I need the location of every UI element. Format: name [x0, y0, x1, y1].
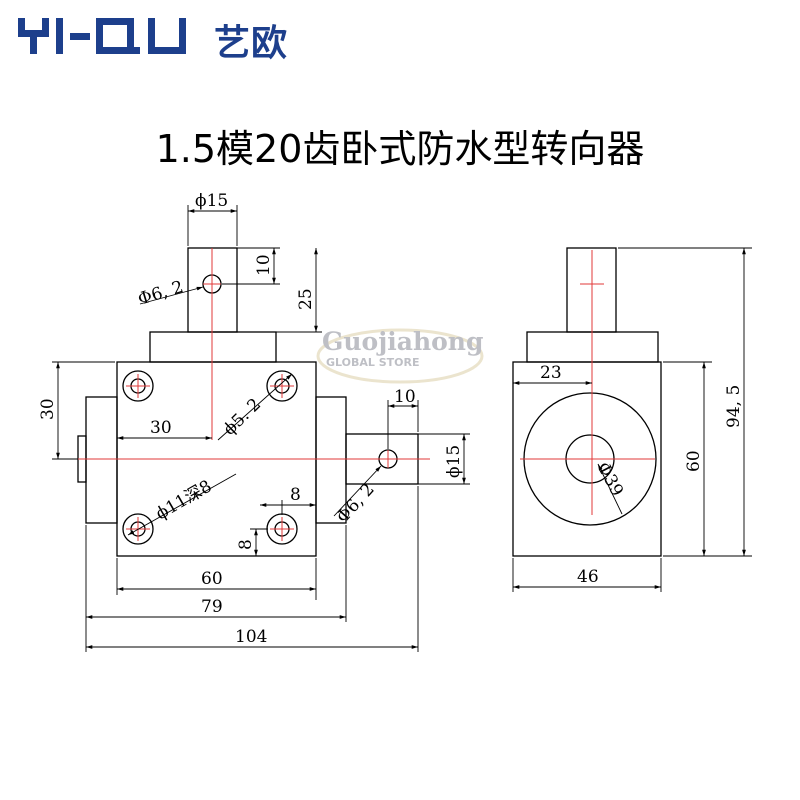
dim-8-horizontal: 8	[290, 485, 301, 505]
dim-phi15-right: ϕ15	[444, 445, 464, 478]
page-title: 1.5模20齿卧式防水型转向器	[155, 127, 645, 171]
top-flange	[149, 331, 277, 363]
brand-logo	[18, 18, 186, 54]
left-flange	[85, 396, 118, 524]
mount-holes	[122, 370, 298, 545]
dim-hole-deep: ϕ11深8	[153, 476, 216, 524]
dim-46: 46	[577, 567, 599, 587]
brand-name-cn: 艺欧	[214, 23, 289, 64]
dim-30-inner: 30	[150, 418, 172, 438]
side-dim-text: 23 Φ39 60 94, 5 46	[540, 363, 744, 587]
dim-8-vertical: 8	[236, 539, 256, 550]
dim-104: 104	[235, 627, 267, 647]
watermark-line1: Guojiahong	[322, 327, 483, 356]
watermark: Guojiahong GLOBAL STORE	[316, 327, 484, 384]
dim-10-right: 10	[394, 387, 416, 407]
side-view	[512, 247, 662, 557]
side-dimensions	[512, 247, 752, 592]
watermark-line2: GLOBAL STORE	[326, 356, 420, 369]
front-dimensions	[52, 205, 470, 652]
dim-hole-mount: ϕ5. 2	[220, 395, 266, 440]
dim-23: 23	[540, 363, 562, 383]
dim-hole-right: Φ6, 2	[333, 479, 379, 527]
dim-25: 25	[296, 288, 316, 310]
dim-79: 79	[201, 597, 223, 617]
side-body	[512, 361, 662, 557]
front-dim-text: ϕ15 10 25 Φ6, 2 30 30 ϕ5. 2 ϕ11深8 8 8 Φ6…	[38, 191, 464, 647]
dim-10-top: 10	[254, 254, 274, 276]
dim-30-left: 30	[38, 398, 58, 420]
front-centerlines	[56, 248, 430, 541]
dim-60: 60	[201, 569, 223, 589]
dim-hole-top: Φ6, 2	[136, 277, 186, 310]
dim-94-5: 94, 5	[724, 385, 744, 428]
dim-phi15-top: ϕ15	[195, 191, 228, 211]
dim-60-side: 60	[684, 450, 704, 472]
dim-phi39: Φ39	[593, 459, 627, 500]
side-centerlines	[520, 250, 655, 515]
